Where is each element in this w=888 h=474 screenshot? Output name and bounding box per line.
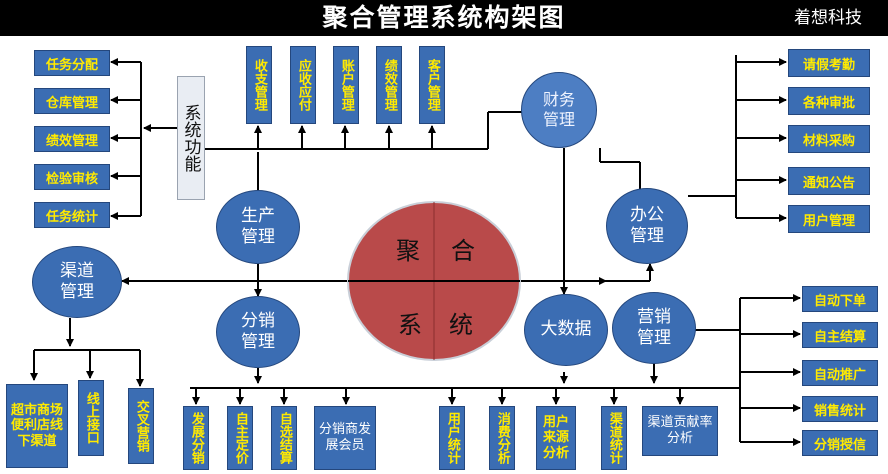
bigdata-source: 用户来源分析 xyxy=(536,406,576,470)
bigdata-user-stats: 用户统计 xyxy=(439,406,465,470)
office-purchase: 材料采购 xyxy=(788,125,870,153)
channel-node: 渠道 管理 xyxy=(32,246,122,318)
office-users: 用户管理 xyxy=(788,205,870,233)
fn-task-assign: 任务分配 xyxy=(34,50,110,76)
office-node: 办公 管理 xyxy=(606,188,688,264)
fn-task-stats: 任务统计 xyxy=(34,202,110,228)
bigdata-node: 大数据 xyxy=(524,294,608,366)
marketing-sales-stats: 销售统计 xyxy=(802,396,878,422)
header-bar xyxy=(0,0,888,36)
finance-node: 财务 管理 xyxy=(521,72,597,148)
brand-name: 着想科技 xyxy=(794,8,862,28)
dist-settle: 自选结算 xyxy=(271,406,297,470)
dist-pricing: 自主定价 xyxy=(227,406,253,470)
dist-member: 分销商发展会员 xyxy=(314,406,376,470)
marketing-auto-order: 自动下单 xyxy=(802,286,878,312)
fn-warehouse: 仓库管理 xyxy=(34,88,110,114)
module-receivable-payable: 应收应付 xyxy=(290,46,316,124)
core-char-2: 合 xyxy=(451,237,475,265)
channel-offline: 超市商场便利店线下渠道 xyxy=(6,384,68,468)
fn-inspection: 检验审核 xyxy=(34,164,110,190)
production-node: 生产 管理 xyxy=(216,190,300,264)
bigdata-consumption: 消费分析 xyxy=(489,406,515,470)
core-char-3: 系 xyxy=(398,311,422,339)
module-income-expense: 收支管理 xyxy=(246,46,272,124)
bigdata-contribution: 渠道贡献率分析 xyxy=(642,406,718,456)
module-customer: 客户管理 xyxy=(419,46,445,124)
marketing-self-settle: 自主结算 xyxy=(802,322,878,348)
marketing-auto-promote: 自动推广 xyxy=(802,360,878,386)
channel-cross: 交叉营销 xyxy=(128,388,154,464)
page-title: 聚合管理系统构架图 xyxy=(322,3,566,32)
distribution-node: 分销 管理 xyxy=(216,296,300,368)
marketing-credit: 分销授信 xyxy=(802,430,878,456)
channel-online: 线上接口 xyxy=(78,380,104,456)
office-notice: 通知公告 xyxy=(788,167,870,195)
fn-performance: 绩效管理 xyxy=(34,126,110,152)
bigdata-channel-stats: 渠道统计 xyxy=(601,406,627,470)
dist-develop: 发展分销 xyxy=(183,406,209,470)
core-char-1: 聚 xyxy=(396,237,420,265)
marketing-node: 营销 管理 xyxy=(612,292,696,364)
core-char-4: 统 xyxy=(449,311,473,339)
system-functions-box: 系统功能 xyxy=(177,76,205,200)
office-approvals: 各种审批 xyxy=(788,87,870,115)
module-account: 账户管理 xyxy=(333,46,359,124)
office-leave: 请假考勤 xyxy=(788,49,870,77)
module-performance: 绩效管理 xyxy=(376,46,402,124)
